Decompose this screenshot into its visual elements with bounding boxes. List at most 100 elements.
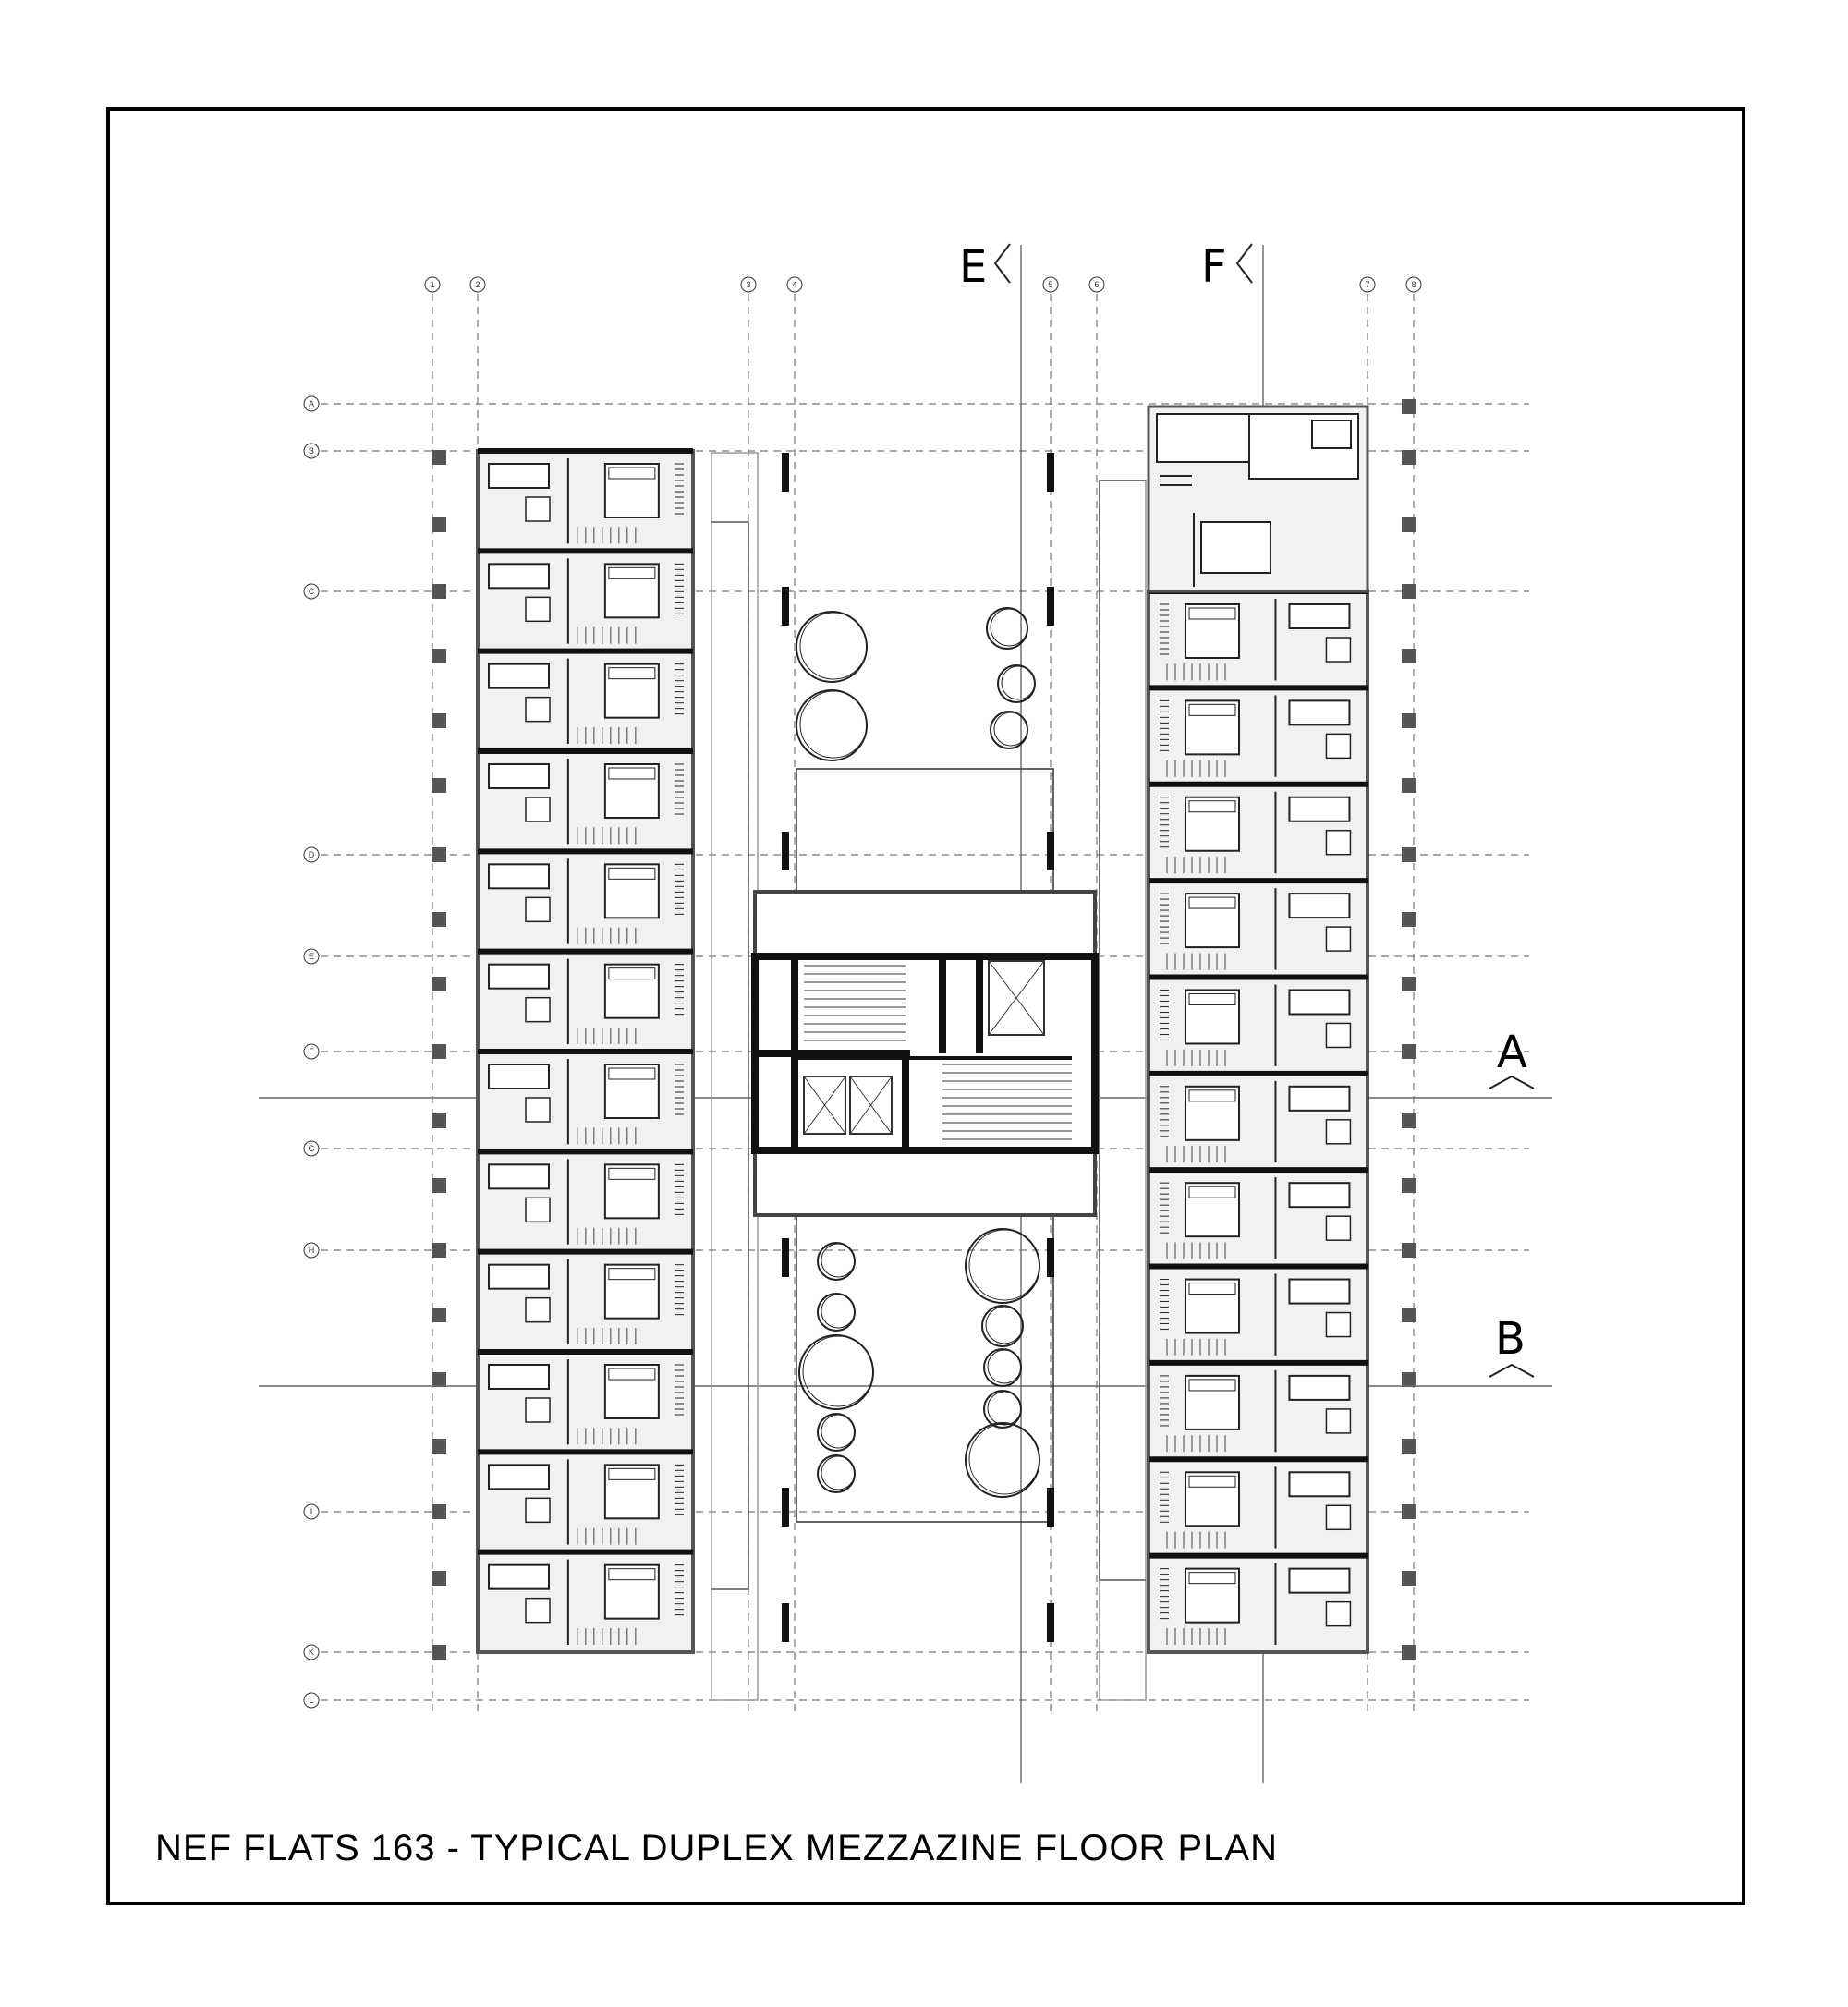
structural-column [432,1044,446,1059]
structural-column [432,778,446,793]
pillow-icon [1188,1089,1236,1102]
structural-column [1402,912,1416,927]
sofa-icon [488,463,550,489]
courtyard-column [782,1238,789,1277]
grid-label-col-3: 3 [746,280,750,289]
structural-column [432,450,446,465]
chair-icon [1325,829,1352,856]
chair-icon [525,1397,551,1423]
grid-label-col-5: 5 [1048,280,1052,289]
structural-column [432,713,446,728]
chair-icon [1325,1119,1352,1145]
pillow-icon [1188,703,1236,716]
sheet-border [106,107,1745,1905]
pillow-icon [1188,1283,1236,1295]
pillow-icon [608,1467,656,1480]
grid-label-col-6: 6 [1094,280,1099,289]
tree-symbols [796,607,1040,1498]
pillow-icon [608,767,656,780]
section-label-f: F [1201,241,1227,293]
chair-icon [525,996,551,1023]
sofa-icon [488,963,550,990]
pillow-icon [608,1568,656,1581]
grid-label-row-h: H [309,1246,315,1255]
chair-icon [1325,1215,1352,1241]
pillow-icon [1188,1572,1236,1585]
sofa-icon [488,1163,550,1190]
grid-label-row-l: L [309,1696,313,1705]
tree-icon [1001,665,1036,700]
pillow-icon [608,467,656,480]
sofa-icon [488,1064,550,1089]
section-marker-f: F [1201,241,1253,293]
tree-icon [985,1306,1024,1344]
section-label-e: E [959,241,987,293]
chair-icon [525,1097,551,1123]
bed-icon [603,1464,660,1520]
drawing-title: NEF FLATS 163 - TYPICAL DUPLEX MEZZAZINE… [155,1828,1278,1868]
tree-icon [968,1423,1040,1495]
bed-icon [603,863,660,919]
bed-icon [603,1064,660,1119]
structural-column [432,977,446,991]
building-core [751,890,1099,1217]
structural-column [432,1571,446,1586]
structural-column [1402,1439,1416,1454]
sofa-icon [1288,699,1351,726]
sofa-icon [488,1364,550,1390]
tree-icon [799,690,868,759]
courtyard-column [1047,1488,1054,1527]
grid-label-col-2: 2 [475,280,480,289]
structural-column [1402,1571,1416,1586]
chair-icon [525,496,551,522]
structural-column [432,584,446,599]
grid-label-col-4: 4 [792,280,796,289]
chair-icon [525,1197,551,1223]
section-label-b: B [1495,1313,1526,1365]
tree-icon [968,1229,1040,1301]
courtyard-column [1047,832,1054,870]
pillow-icon [608,1067,656,1080]
courtyard-column [782,1603,789,1642]
courtyard-column [782,587,789,626]
tree-icon [798,1334,874,1410]
chair-icon [1325,733,1352,760]
sofa-icon [1288,603,1351,629]
bed-icon [1185,603,1240,659]
bed-icon [1185,893,1240,949]
grid-label-col-1: 1 [430,280,434,289]
sofa-icon [1288,1471,1351,1498]
tree-icon [802,1335,874,1407]
tree-icon [965,1422,1040,1498]
grid-label-row-f: F [309,1047,314,1056]
bed-icon [1185,1278,1240,1334]
courtyard-column [1047,1238,1054,1277]
structural-column [1402,1308,1416,1322]
bed-icon [603,1364,660,1419]
bed-icon [603,563,660,619]
sofa-icon [488,1563,550,1590]
sofa-icon [1288,1182,1351,1209]
bed-icon [603,463,660,518]
structural-column [432,1504,446,1519]
structural-column [432,1243,446,1258]
courtyard-column [782,832,789,870]
tree-icon [821,1243,856,1278]
structural-column [1402,1178,1416,1193]
chair-icon [1325,1408,1352,1434]
sofa-icon [1288,1374,1351,1401]
courtyard-columns [782,453,1054,1642]
bed-icon [603,1163,660,1220]
tree-icon [799,612,868,680]
bed-icon [1185,1085,1240,1141]
bed-icon [1185,796,1240,852]
sofa-icon [1288,893,1351,919]
chair-icon [1325,1600,1352,1627]
grid-label-col-8: 8 [1411,280,1416,289]
sofa-icon [488,1263,550,1290]
grid-label-row-g: G [308,1144,314,1153]
bed-icon [603,763,660,819]
structural-column [432,912,446,927]
chair-icon [1325,1504,1352,1531]
